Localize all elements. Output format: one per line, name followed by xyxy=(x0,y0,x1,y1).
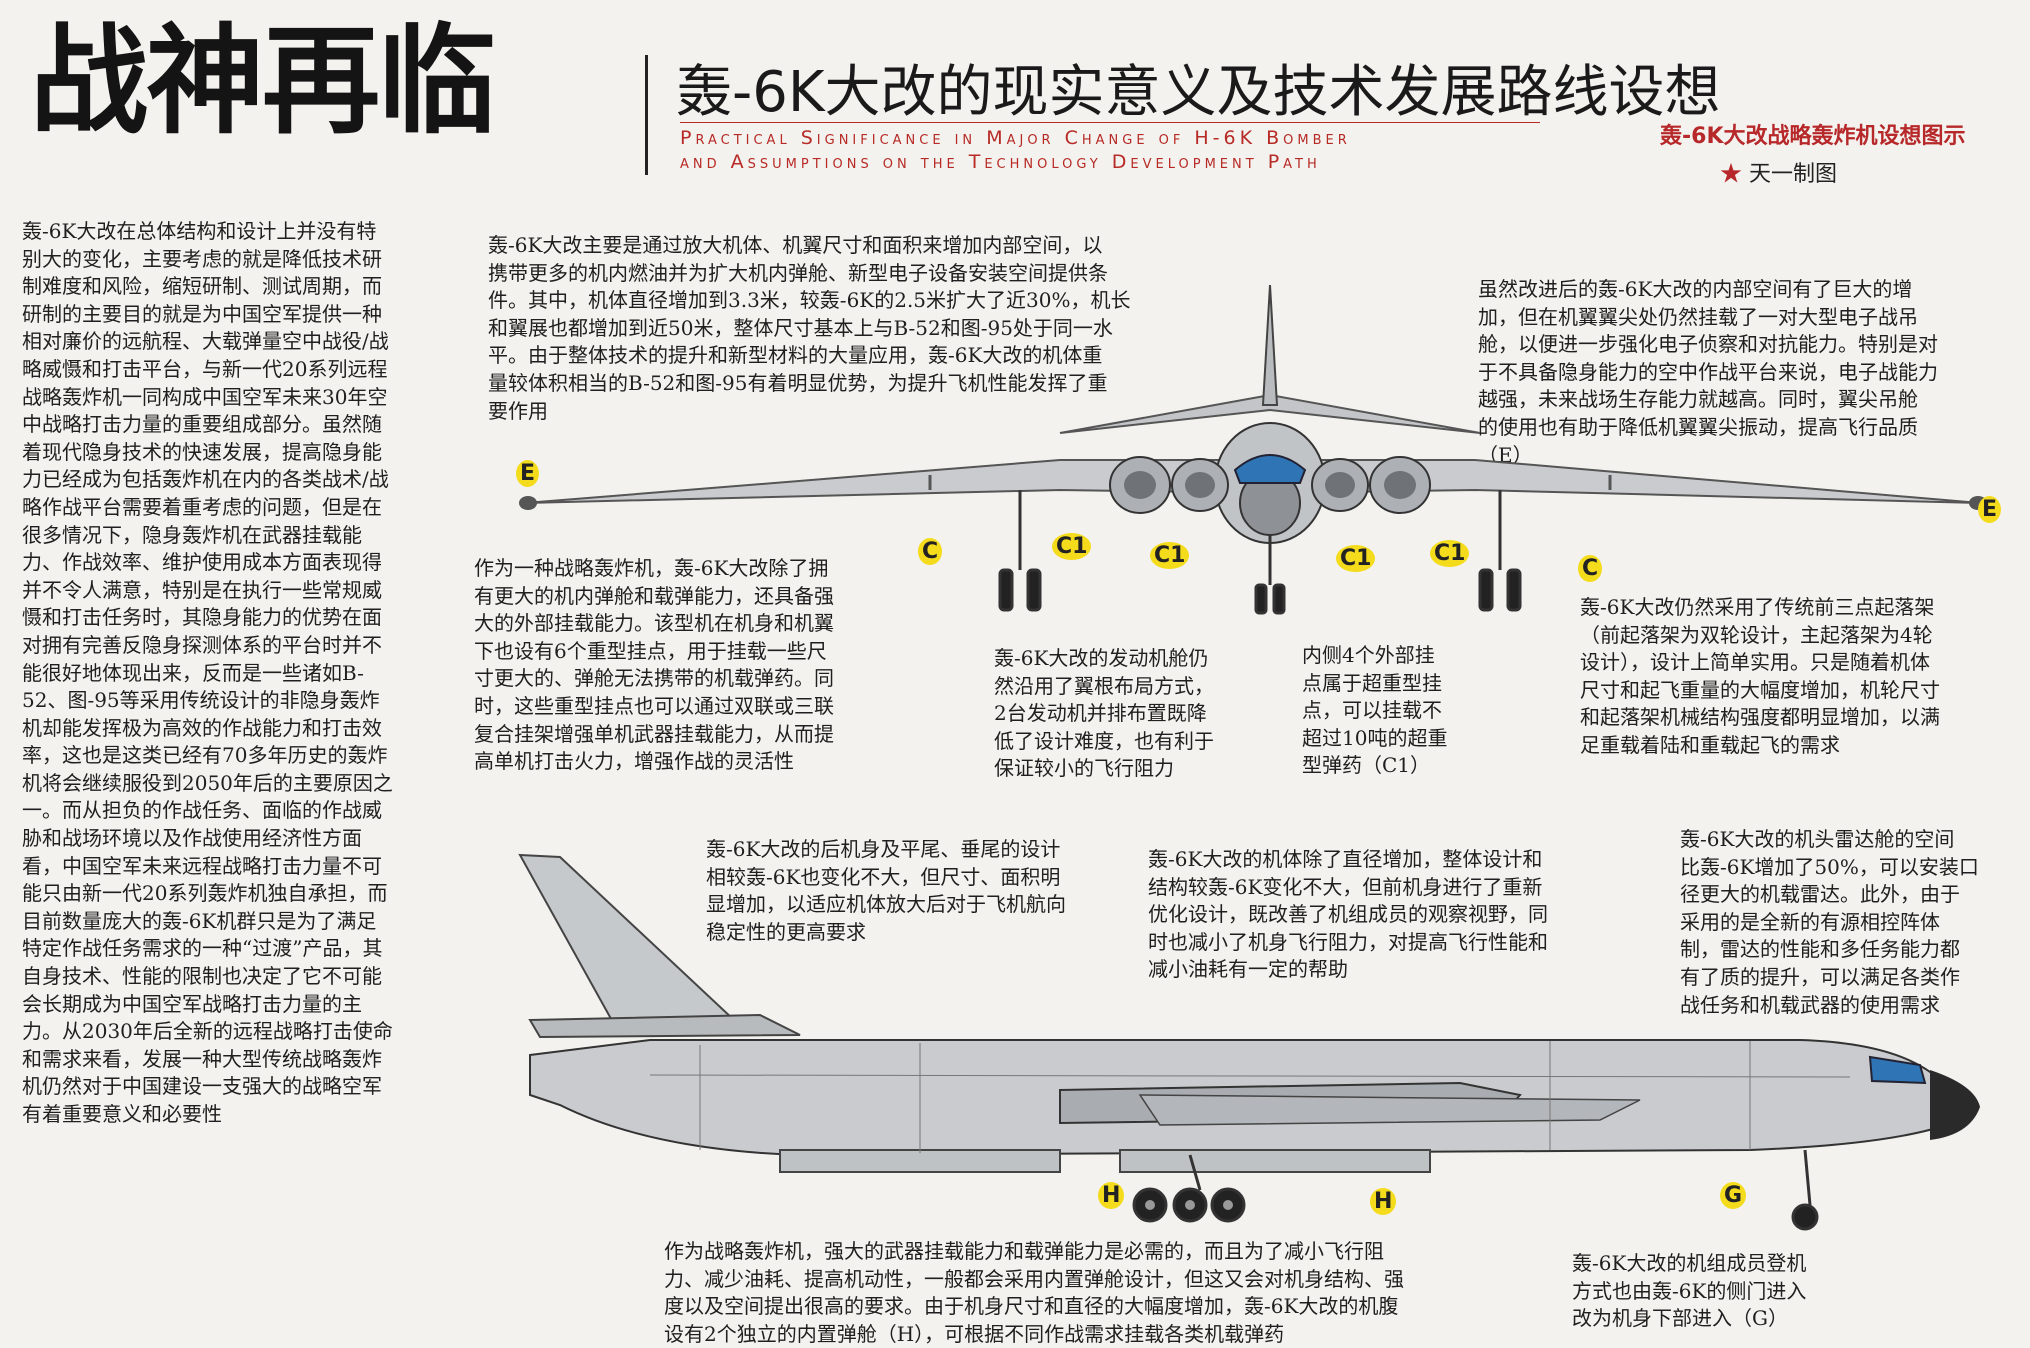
front-view-aircraft xyxy=(519,285,1987,615)
landing-gear-text: 轰-6K大改仍然采用了传统前三点起落架 （前起落架为双轮设计，主起落架为4轮 设… xyxy=(1580,595,1940,757)
wingtip-pod-left xyxy=(519,496,537,510)
tail-text: 轰-6K大改的后机身及平尾、垂尾的设计 相较轰-6K也变化不大，但尺寸、面积明 … xyxy=(706,837,1066,944)
main-gear-right xyxy=(1478,490,1522,612)
label-e-left: E xyxy=(516,460,540,487)
inner-pylons-text: 内侧4个外部挂 点属于超重型挂 点，可以挂载不 超过10吨的超重 型弹药（C1） xyxy=(1302,643,1448,778)
main-gear-left xyxy=(998,490,1042,612)
engines-text: 轰-6K大改的发动机舱仍 然沿用了翼根布局方式， 2台发动机并排布置既降 低了设… xyxy=(994,646,1214,781)
side-wing xyxy=(1138,1094,1641,1126)
bomb-bay-text: 作为战略轰炸机，强大的武器挂载能力和载弹能力是必需的，而且为了减小飞行阻 力、减… xyxy=(664,1239,1404,1346)
left-column-text: 轰-6K大改在总体结构和设计上并没有特别大的变化，主要考虑的就是降低技术研制难度… xyxy=(22,219,393,1126)
label-c1-3: C1 xyxy=(1336,545,1376,572)
side-fin xyxy=(518,853,753,1036)
english-title: Practical Significance in Major Change o… xyxy=(680,122,1540,175)
bomb-bay-2 xyxy=(1119,1149,1431,1173)
english-title-line-2: and Assumptions on the Technology Develo… xyxy=(680,150,1321,173)
label-c-left: C xyxy=(918,538,943,565)
front-fin xyxy=(1261,285,1279,406)
side-tailplane xyxy=(528,1013,801,1039)
title-divider xyxy=(645,55,648,175)
star-icon: ★ xyxy=(1720,162,1743,187)
side-nose xyxy=(1930,1070,1980,1140)
side-view-aircraft xyxy=(518,853,1980,1231)
label-e-right: E xyxy=(1978,496,2002,523)
figure-caption: 轰-6K大改战略轰炸机设想图示 xyxy=(1660,124,1966,149)
nose-gear xyxy=(1254,535,1286,615)
label-g: G xyxy=(1720,1182,1747,1209)
bomb-bay-1 xyxy=(779,1149,1061,1173)
page-title: 战神再临 xyxy=(30,11,496,150)
side-nose-gear xyxy=(1791,1149,1819,1231)
radar-text: 轰-6K大改的机头雷达舱的空间 比轰-6K增加了50%，可以安装口 径更大的机载… xyxy=(1680,827,1979,1017)
wingtip-pods-text: 虽然改进后的轰-6K大改的内部空间有了巨大的增 加，但在机翼翼尖处仍然挂载了一对… xyxy=(1478,277,1938,467)
label-h-right: H xyxy=(1370,1188,1397,1215)
canopy-icon xyxy=(1233,454,1307,484)
credit-text: 天一制图 xyxy=(1749,162,1838,187)
label-c1-1: C1 xyxy=(1052,533,1092,560)
body-design-text: 轰-6K大改的机体除了直径增加，整体设计和 结构较轰-6K变化不大，但前机身进行… xyxy=(1148,847,1548,982)
label-c-right: C xyxy=(1578,555,1603,582)
label-c1-2: C1 xyxy=(1150,542,1190,569)
label-c1-4: C1 xyxy=(1430,540,1470,567)
crew-door-text: 轰-6K大改的机组成员登机 方式也由轰-6K的侧门进入 改为机身下部进入（G） xyxy=(1572,1251,1807,1331)
illustration-credit: ★ 天一制图 xyxy=(1720,156,1837,188)
fuselage-size-text: 轰-6K大改主要是通过放大机体、机翼尺寸和面积来增加内部空间，以 携带更多的机内… xyxy=(488,233,1131,423)
hardpoints-text: 作为一种战略轰炸机，轰-6K大改除了拥 有更大的机内弹舱和载弹能力，还具备强 大… xyxy=(474,556,834,774)
label-h-left: H xyxy=(1098,1182,1125,1209)
english-title-line-1: Practical Significance in Major Change o… xyxy=(680,127,1351,149)
article-subtitle: 轰-6K大改的现实意义及技术发展路线设想 xyxy=(676,60,1721,125)
cockpit-window-icon xyxy=(1868,1055,1927,1085)
